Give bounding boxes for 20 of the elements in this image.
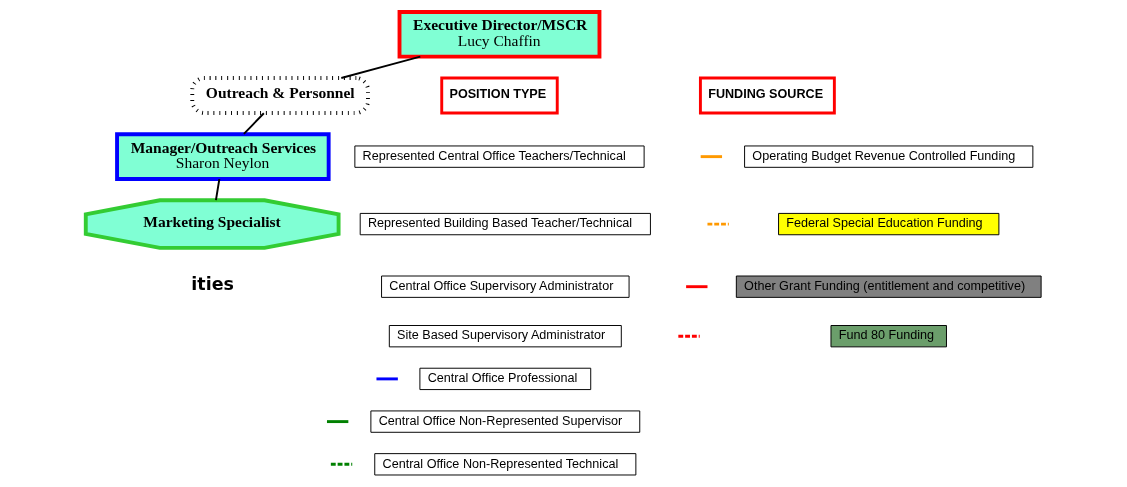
legend-label: Represented Building Based Teacher/Technical	[367, 216, 633, 231]
legend-label: Central Office Non-Represented Supervisor	[378, 413, 623, 428]
connector	[340, 55, 422, 79]
legend-label: Represented Central Office Teachers/Technical	[362, 148, 626, 163]
legend-label: Site Based Supervisory Administrator	[397, 328, 606, 343]
legend-label: Fund 80 Funding	[838, 328, 935, 343]
legend-label: Other Grant Funding (entitlement and competitive)	[744, 278, 1026, 293]
label: ities	[191, 273, 234, 294]
connector	[214, 178, 221, 201]
legend-label: Central Office Professional	[427, 371, 578, 386]
legend-label: Federal Special Education Funding	[786, 216, 983, 231]
legend-label: Operating Budget Revenue Controlled Funding	[752, 148, 1016, 163]
label: POSITION TYPE	[449, 86, 547, 101]
node-box: Outreach & Personnel	[190, 76, 370, 115]
legend-label: Central Office Non-Represented Technical	[382, 456, 619, 471]
label: FUNDING SOURCE	[708, 86, 824, 101]
node-box: Executive Director/MSCR Lucy Chaffin	[397, 10, 602, 59]
legend-label: Central Office Supervisory Administrator	[389, 278, 614, 293]
connector	[242, 112, 265, 135]
node-box: Manager/Outreach Services Sharon Neylon	[115, 132, 331, 181]
